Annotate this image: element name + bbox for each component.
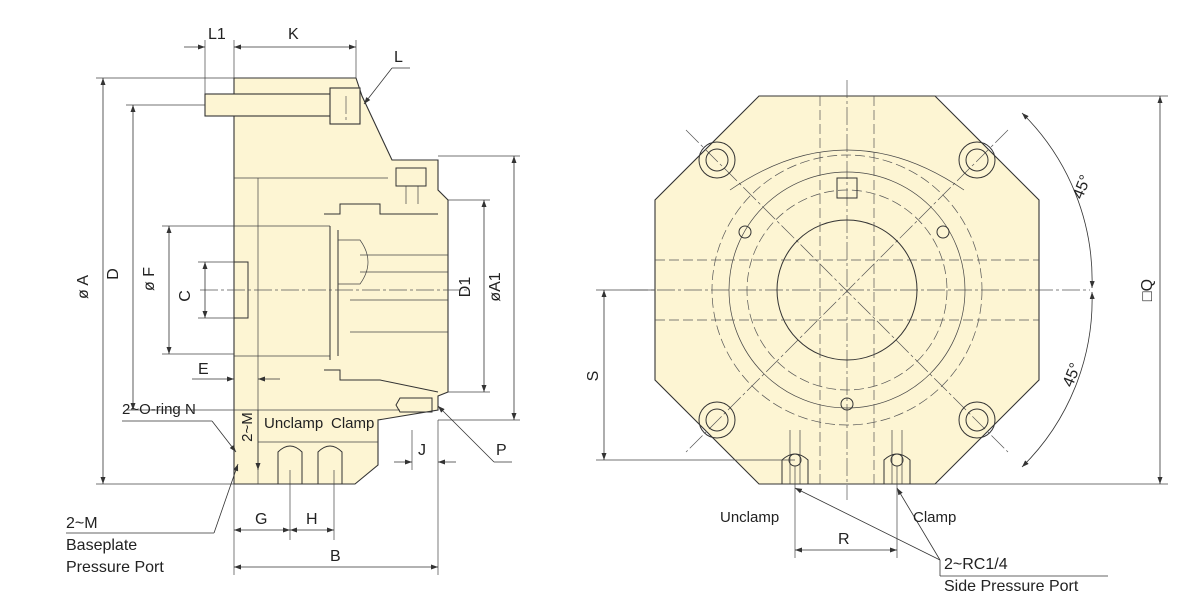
label-phi-a1: øA1: [487, 272, 504, 301]
label-angle-top: 45°: [1070, 173, 1095, 202]
bolt-hole-top-left: [698, 141, 736, 179]
label-b: B: [330, 548, 341, 565]
label-phi-a: ø A: [75, 275, 92, 299]
front-view: [630, 80, 1090, 500]
label-unclamp-side: Unclamp: [264, 415, 323, 432]
label-h: H: [306, 511, 318, 528]
label-e: E: [198, 361, 209, 378]
label-unclamp-front: Unclamp: [720, 509, 779, 526]
bolt-hole-top-right: [958, 141, 996, 179]
label-baseplate-line2: Baseplate: [66, 537, 137, 554]
label-g: G: [255, 511, 267, 528]
bolt-head: [329, 87, 361, 125]
side-view: [200, 77, 470, 485]
bolt-hole-bottom-left: [698, 401, 736, 439]
front-view-dimensions: [596, 95, 1168, 577]
label-baseplate-line1: 2~M: [66, 515, 98, 532]
label-k: K: [288, 26, 299, 43]
label-p: P: [496, 442, 507, 459]
label-angle-bottom: 45°: [1060, 361, 1085, 390]
label-l: L: [394, 49, 403, 66]
label-o-ring: 2~O-ring N: [122, 401, 196, 418]
side-view-dimensions: [66, 40, 520, 575]
label-side-port-line1: 2~RC1/4: [944, 556, 1008, 573]
label-s: S: [585, 371, 602, 382]
label-baseplate-line3: Pressure Port: [66, 559, 164, 576]
label-2m-vertical: 2~M: [239, 412, 256, 442]
label-r: R: [838, 531, 850, 548]
bolt-hole-bottom-right: [958, 401, 996, 439]
label-q: □Q: [1139, 279, 1156, 301]
label-j: J: [418, 442, 426, 459]
label-c: C: [177, 290, 194, 302]
label-clamp-front: Clamp: [913, 509, 956, 526]
label-phi-f: ø F: [141, 267, 158, 291]
label-l1: L1: [208, 26, 226, 43]
label-clamp-side: Clamp: [331, 415, 374, 432]
label-d: D: [105, 268, 122, 280]
label-d1: D1: [457, 277, 474, 298]
label-side-port-line2: Side Pressure Port: [944, 578, 1079, 595]
bolt-shank: [204, 93, 336, 117]
